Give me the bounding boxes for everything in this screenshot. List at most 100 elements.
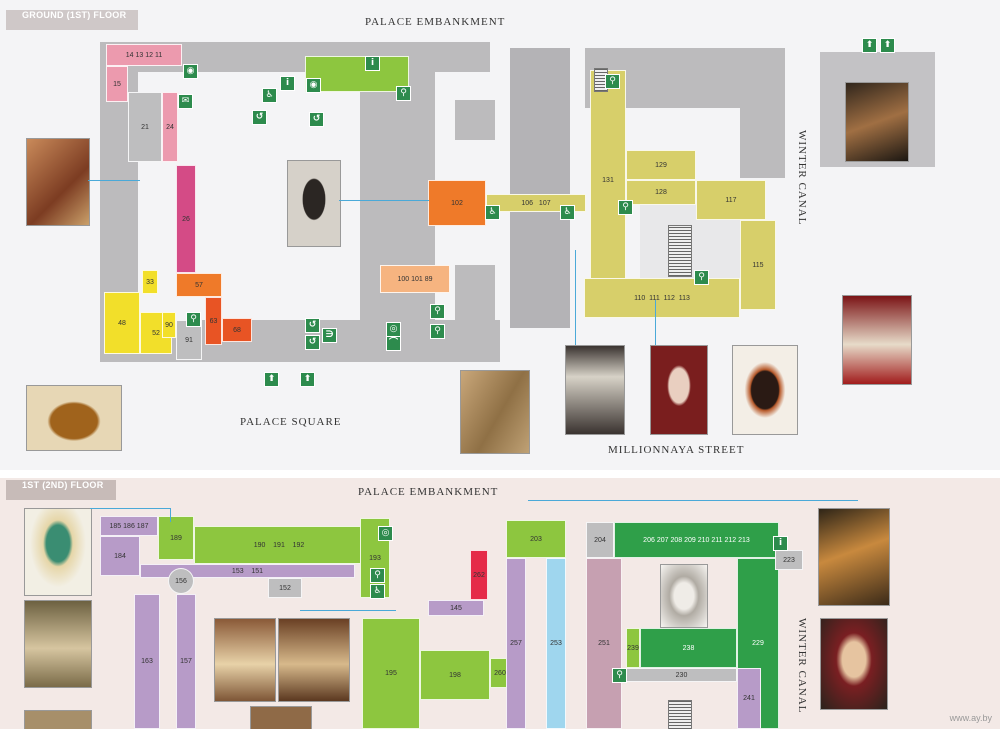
artwork-jupiter-statue[interactable] xyxy=(565,345,625,435)
room-46-50[interactable]: 48 xyxy=(104,292,140,354)
room-15-16[interactable]: 15 xyxy=(106,66,128,102)
exit-icon[interactable]: ↺ xyxy=(305,318,320,333)
toilet-icon[interactable]: ⚲ xyxy=(612,668,627,683)
room-147-150[interactable]: 145 xyxy=(428,600,484,616)
room-190-192[interactable]: 190 191 192 xyxy=(194,526,364,564)
room-143-146[interactable]: 262 xyxy=(470,550,488,600)
floor-tab-upper[interactable]: 1ST (2ND) FLOOR xyxy=(6,480,116,500)
building-small-hermitage xyxy=(510,48,570,328)
artwork-malachite-vase[interactable] xyxy=(24,508,92,596)
artwork-theatre-interior[interactable] xyxy=(845,82,909,162)
info-icon[interactable]: i xyxy=(365,56,380,71)
toilet-icon[interactable]: ⚲ xyxy=(694,270,709,285)
room-185-187[interactable]: 185 186 187 xyxy=(100,516,158,536)
toilet-icon[interactable]: ⚲ xyxy=(618,200,633,215)
eye-icon[interactable]: ◉ xyxy=(183,64,198,79)
artwork-madonna-litta[interactable] xyxy=(820,618,888,710)
wheelchair-icon[interactable]: ♿ xyxy=(560,205,575,220)
exit-icon[interactable]: ↺ xyxy=(252,110,267,125)
artwork-relief[interactable] xyxy=(460,370,530,454)
audio-guide-icon[interactable]: ◎ xyxy=(378,526,393,541)
room-100[interactable]: 102 xyxy=(428,180,486,226)
artwork-crouching-boy[interactable] xyxy=(660,564,708,628)
room-89-91[interactable]: 100 101 89 xyxy=(380,265,450,293)
room-198[interactable]: 198 xyxy=(420,650,490,700)
wheelchair-icon[interactable]: ♿ xyxy=(485,205,500,220)
artwork-partial[interactable] xyxy=(250,706,312,729)
entrance-icon[interactable]: ⬆ xyxy=(264,372,279,387)
artwork-greek-vase[interactable] xyxy=(732,345,798,435)
room-255-257[interactable]: 253 xyxy=(546,558,566,729)
exit-icon[interactable]: ↺ xyxy=(305,335,320,350)
room-127[interactable]: 129 xyxy=(626,150,696,180)
room-207-223[interactable]: 206 207 208 209 210 211 212 213 xyxy=(614,522,779,558)
room-188-189[interactable]: 189 xyxy=(158,516,194,560)
exit-icon[interactable]: ↺ xyxy=(309,112,324,127)
mail-icon[interactable]: ✉ xyxy=(178,94,193,109)
artwork-sarcophagus[interactable] xyxy=(842,295,912,385)
entrance-icon[interactable]: ∋ xyxy=(322,328,337,343)
room-55-57[interactable]: 57 xyxy=(176,273,222,297)
audio-guide-icon[interactable]: ◎ xyxy=(386,322,401,337)
room-241[interactable]: 230 xyxy=(626,668,737,682)
room-17-23[interactable]: 21 xyxy=(128,92,162,162)
room-157-164[interactable]: 157 xyxy=(176,594,196,729)
room-106-131[interactable]: 131 xyxy=(590,70,626,290)
room-206[interactable]: 204 xyxy=(586,522,614,558)
toilet-icon[interactable]: ⚲ xyxy=(186,312,201,327)
wheelchair-icon[interactable]: ♿ xyxy=(262,88,277,103)
artwork-venus-statue[interactable] xyxy=(650,345,708,435)
eye-icon[interactable]: ◉ xyxy=(306,78,321,93)
toilet-icon[interactable]: ⚲ xyxy=(396,86,411,101)
room-115-117[interactable]: 117 xyxy=(696,180,766,220)
room-112-114[interactable]: 115 xyxy=(740,220,776,310)
artwork-peacock-clock[interactable] xyxy=(818,508,890,606)
room-38-39[interactable]: 33 xyxy=(142,270,158,294)
floor-tab-ground[interactable]: GROUND (1ST) FLOOR xyxy=(6,10,139,30)
toilet-icon[interactable]: ⚲ xyxy=(430,324,445,339)
room-181-184[interactable]: 184 xyxy=(100,536,140,576)
toilet-icon[interactable]: ⚲ xyxy=(370,568,385,583)
room-237-238[interactable]: 238 xyxy=(640,628,737,668)
artwork-gold-bowl[interactable] xyxy=(26,385,122,451)
artwork-portrait-lady[interactable] xyxy=(24,600,92,688)
entrance-icon[interactable]: ⬆ xyxy=(862,38,877,53)
room-62-63[interactable]: 68 xyxy=(222,318,252,342)
cloakroom-icon[interactable]: ⌒ xyxy=(386,336,401,351)
info-icon[interactable]: i xyxy=(773,536,788,551)
street-label-palace-embankment-upper: PALACE EMBANKMENT xyxy=(358,486,499,498)
room-156[interactable]: 156 xyxy=(168,568,194,594)
room-225[interactable]: 223 xyxy=(775,550,803,570)
room-249-254[interactable]: 251 xyxy=(586,558,622,729)
building-wing xyxy=(740,108,785,178)
leader-line xyxy=(90,508,170,509)
leader-line xyxy=(655,300,656,345)
artwork-horseman-fresco[interactable] xyxy=(26,138,90,226)
room-195-197[interactable]: 195 xyxy=(362,618,420,729)
room-152[interactable]: 152 xyxy=(268,578,302,598)
room-green-north[interactable] xyxy=(305,56,409,92)
artwork-gallery-interior[interactable] xyxy=(278,618,350,702)
wheelchair-icon[interactable]: ♿ xyxy=(370,584,385,599)
room-170-177[interactable]: 163 xyxy=(134,594,160,729)
entrance-icon[interactable]: ⬆ xyxy=(300,372,315,387)
room-121[interactable]: 128 xyxy=(626,180,696,205)
exit-icon[interactable]: ⬆ xyxy=(880,38,895,53)
artwork-egyptian-statue[interactable] xyxy=(287,160,341,247)
room-243[interactable]: 241 xyxy=(737,668,761,729)
info-icon[interactable]: i xyxy=(280,76,295,91)
artwork-hall-interior[interactable] xyxy=(214,618,276,702)
room-239-240[interactable]: 239 xyxy=(626,628,640,668)
room-14-12[interactable]: 14 13 12 11 xyxy=(106,44,182,66)
toilet-icon[interactable]: ⚲ xyxy=(605,74,620,89)
room-108-111[interactable]: 110 111 112 113 xyxy=(584,278,740,318)
room-24[interactable]: 24 xyxy=(162,92,178,162)
room-151-153[interactable]: 153 151 xyxy=(140,564,355,578)
toilet-icon[interactable]: ⚲ xyxy=(430,304,445,319)
room-26-32[interactable]: 26 xyxy=(176,165,196,273)
artwork-portrait-partial[interactable] xyxy=(24,710,92,729)
room-58-61[interactable]: 63 xyxy=(205,297,222,345)
room-68[interactable]: 90 xyxy=(162,312,176,338)
room-204[interactable]: 203 xyxy=(506,520,566,558)
room-259-262[interactable]: 257 xyxy=(506,558,526,729)
